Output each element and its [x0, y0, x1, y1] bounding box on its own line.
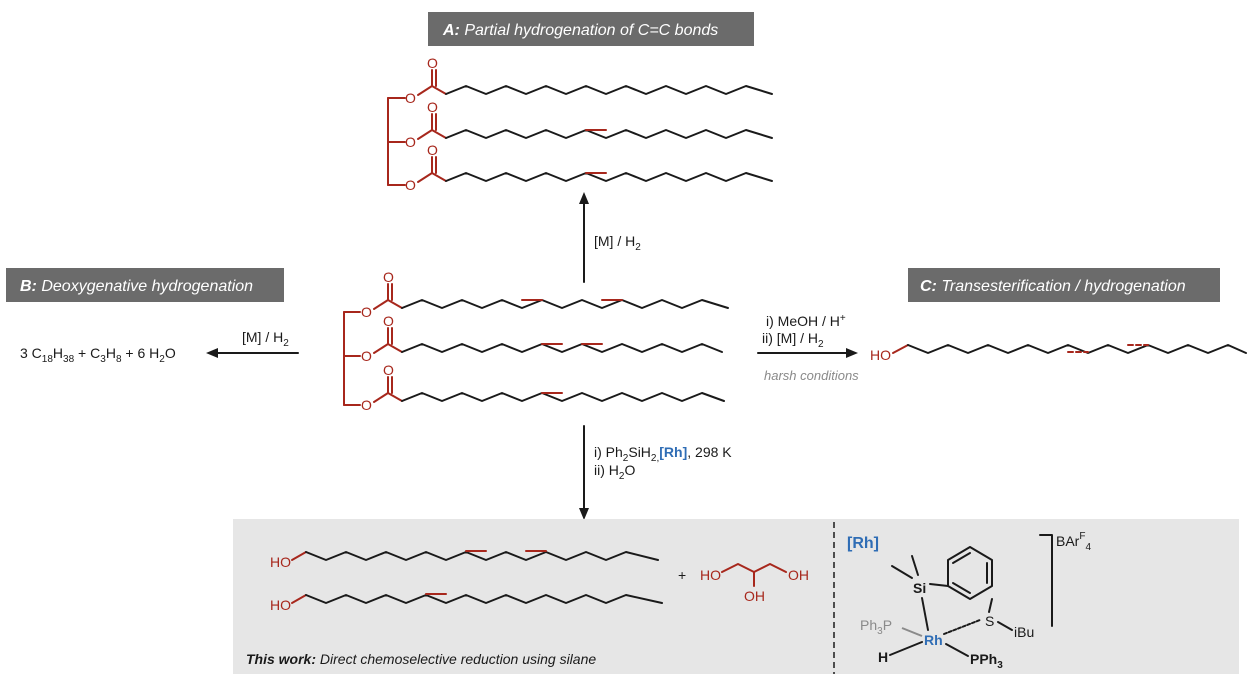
fatty-alcohol-2: HO — [270, 593, 663, 613]
svg-text:O: O — [427, 142, 438, 158]
svg-text:[Rh]: [Rh] — [847, 535, 879, 552]
fatty-alcohol-1: HO — [270, 550, 659, 570]
reagent-right-note: harsh conditions — [764, 368, 859, 383]
this-work-caption: This work: Direct chemoselective reducti… — [246, 651, 596, 667]
svg-text:S: S — [985, 613, 994, 629]
svg-text:O: O — [405, 177, 416, 193]
svg-text:HO: HO — [870, 347, 891, 363]
svg-text:O: O — [361, 397, 372, 413]
triglyceride-center: O O O O O O — [343, 269, 729, 413]
this-work-box — [233, 519, 1239, 674]
svg-text:HO: HO — [700, 567, 721, 583]
header-C-box — [908, 268, 1220, 302]
reagent-up: [M] / H2 — [594, 233, 641, 253]
reagent-right-1: i) MeOH / H+ — [766, 313, 846, 329]
svg-text:O: O — [427, 99, 438, 115]
header-A: A: Partial hydrogenation of C=C bonds — [442, 22, 718, 39]
svg-text:H: H — [878, 649, 888, 665]
triglyceride-top: O O O O O O — [387, 55, 773, 193]
svg-text:Ph3P: Ph3P — [860, 617, 892, 637]
svg-text:HO: HO — [270, 597, 291, 613]
products-B: 3 C18H38 + C3H8 + 6 H2O — [20, 345, 176, 365]
svg-text:Si: Si — [913, 580, 926, 596]
svg-text:Rh: Rh — [924, 632, 943, 648]
svg-text:O: O — [405, 90, 416, 106]
svg-text:HO: HO — [270, 554, 291, 570]
reagent-down-1: i) Ph2SiH2,[Rh], 298 K — [594, 444, 732, 464]
reagent-right-2: ii) [M] / H2 — [762, 330, 824, 350]
header-C: C: Transesterification / hydrogenation — [920, 278, 1186, 295]
svg-text:OH: OH — [788, 567, 809, 583]
reagent-down-2: ii) H2O — [594, 462, 635, 482]
reagent-left: [M] / H2 — [242, 329, 289, 349]
svg-text:BArF4: BArF4 — [1056, 531, 1091, 553]
header-A-box — [428, 12, 754, 46]
header-B: B: Deoxygenative hydrogenation — [20, 278, 253, 295]
svg-text:O: O — [361, 348, 372, 364]
plus-sign: + — [678, 567, 686, 583]
rh-catalyst: [Rh] BArF4 Si S iBu Rh Ph3P H PPh3 — [847, 531, 1091, 671]
svg-text:O: O — [383, 362, 394, 378]
glycerol: HO OH OH — [700, 563, 809, 604]
header-B-box — [6, 268, 284, 302]
svg-text:OH: OH — [744, 588, 765, 604]
svg-text:O: O — [405, 134, 416, 150]
svg-text:O: O — [361, 304, 372, 320]
svg-text:PPh3: PPh3 — [970, 651, 1003, 671]
svg-text:O: O — [427, 55, 438, 71]
fatty-alcohol-C: HO — [870, 344, 1247, 363]
svg-text:O: O — [383, 313, 394, 329]
svg-text:O: O — [383, 269, 394, 285]
svg-text:iBu: iBu — [1014, 624, 1034, 640]
